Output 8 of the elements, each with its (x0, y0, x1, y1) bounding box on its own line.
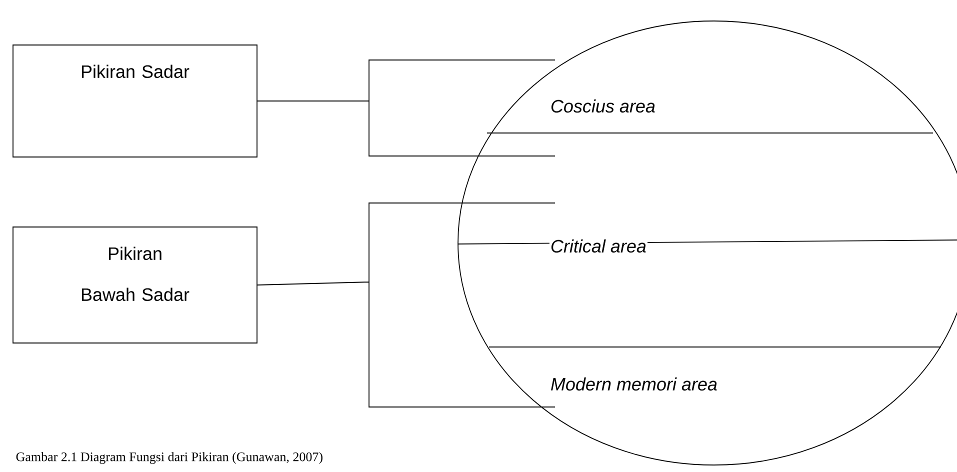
bracket-connector (257, 202, 556, 408)
text-box: Pikiran Bawah Sadar (12, 226, 258, 344)
caption: Gambar 2.1 Diagram Fungsi dari Pikiran (Gunawan, 2007) (16, 452, 322, 464)
area-label: Modern memori area (549, 376, 719, 392)
bracket-connector (257, 60, 556, 156)
area-label: Critical area (549, 238, 648, 254)
area-label: Coscius area (549, 98, 656, 114)
text-box: Pikiran Sadar (12, 44, 258, 158)
